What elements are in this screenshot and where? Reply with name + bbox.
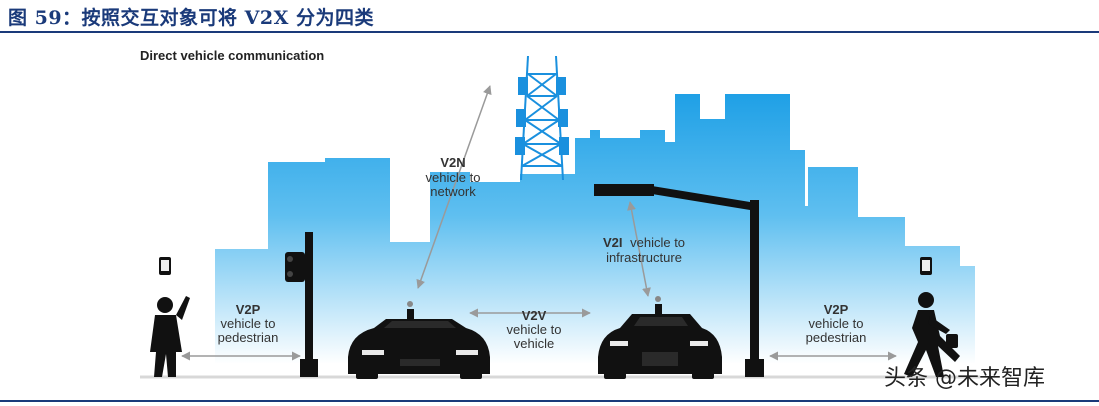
label-v2p-right-line2: pedestrian — [806, 330, 867, 345]
pedestrian-left-icon — [150, 257, 190, 377]
arrow-v2n — [416, 85, 492, 289]
label-v2v-line1: vehicle to — [507, 322, 562, 337]
label-v2i-line1-text: vehicle to — [630, 235, 685, 250]
traffic-light-icon — [285, 232, 318, 377]
label-v2n-line1: vehicle to — [426, 170, 481, 185]
label-v2i-line2: infrastructure — [606, 250, 682, 265]
street-light-icon — [594, 184, 764, 377]
label-v2i-line1: V2I vehicle to — [603, 235, 685, 250]
car-right-icon — [598, 296, 722, 379]
label-v2p-right-code: V2P — [824, 302, 849, 317]
pedestrian-right-icon — [904, 257, 960, 377]
city-skyline — [215, 94, 975, 364]
label-v2n-line2: network — [430, 184, 476, 199]
car-left-icon — [348, 301, 490, 379]
arrows — [181, 85, 897, 361]
watermark: 头条 @未来智库 — [884, 366, 1045, 391]
label-v2p-left-code: V2P — [236, 302, 261, 317]
figure-caption: 图 59：按照交互对象可将 V2X 分为四类 — [8, 7, 374, 29]
bottom-divider — [0, 400, 1099, 402]
diagram-title: Direct vehicle communication — [140, 48, 324, 63]
label-v2i-code: V2I — [603, 235, 623, 250]
top-divider — [0, 31, 1099, 33]
label-v2p-right-line1: vehicle to — [809, 316, 864, 331]
label-v2p-left-line2: pedestrian — [218, 330, 279, 345]
v2x-diagram: Direct vehicle communication V2N vehicle… — [140, 48, 980, 379]
label-v2v-line2: vehicle — [514, 336, 554, 351]
arrow-v2i — [627, 201, 651, 297]
cell-tower-icon — [515, 55, 569, 181]
label-v2n-code: V2N — [440, 155, 465, 170]
label-v2p-left-line1: vehicle to — [221, 316, 276, 331]
label-v2v-code: V2V — [522, 308, 547, 323]
